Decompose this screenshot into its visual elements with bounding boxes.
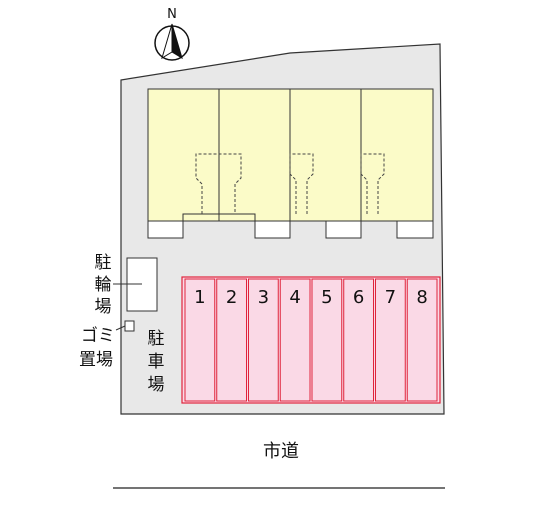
parking-space-number: 7: [385, 287, 396, 308]
unit-1: [147, 88, 220, 222]
bicycle-parking-label-2: 輪: [95, 275, 112, 295]
bicycle-parking-label-1: 駐: [95, 253, 112, 273]
stair-outline-2: [289, 153, 314, 214]
road-label: 市道: [263, 441, 299, 462]
entrance-2: [254, 220, 291, 239]
parking-space-6: [343, 278, 374, 402]
parking-space-5: [311, 278, 343, 402]
parking-space-number: 5: [321, 287, 332, 308]
parking-space-number: 4: [289, 287, 300, 308]
parking-label-1: 駐: [148, 329, 165, 349]
parking-space-number: 6: [353, 287, 364, 308]
parking-space-number: 2: [226, 287, 237, 308]
parking-space-number: 3: [258, 287, 269, 308]
parking-space-8: [406, 278, 438, 402]
garbage-area-label-2: 置場: [79, 350, 113, 370]
apartment-building: [147, 88, 434, 239]
parking-space-number: 8: [416, 287, 427, 308]
entrance-1: [147, 220, 184, 239]
stair-outline-1: [195, 153, 242, 214]
garbage-leader-line: [115, 325, 126, 331]
stair-outline-3: [360, 153, 385, 214]
north-compass: N: [154, 7, 190, 61]
parking-space-number: 1: [194, 287, 205, 308]
parking-space-3: [248, 278, 279, 402]
parking-label-2: 車: [148, 352, 165, 372]
parking-space-1: [184, 278, 216, 402]
garbage-area-box: [124, 320, 135, 332]
unit-4: [360, 88, 434, 222]
unit-2: [218, 88, 291, 222]
parking-label-3: 場: [148, 375, 165, 395]
parking-space-7: [375, 278, 406, 402]
parking-space-4: [279, 278, 311, 402]
garbage-area-label-1: ゴミ: [81, 325, 115, 346]
bicycle-parking-label-3: 場: [95, 297, 112, 317]
parking-space-2: [216, 278, 247, 402]
entrance-3: [325, 220, 362, 239]
entrance-4: [396, 220, 434, 239]
compass-north-label: N: [167, 7, 177, 22]
unit-3: [289, 88, 362, 222]
compass-needle-right-icon: [171, 23, 183, 60]
stairs: [195, 153, 385, 214]
building-indent: [182, 213, 256, 221]
